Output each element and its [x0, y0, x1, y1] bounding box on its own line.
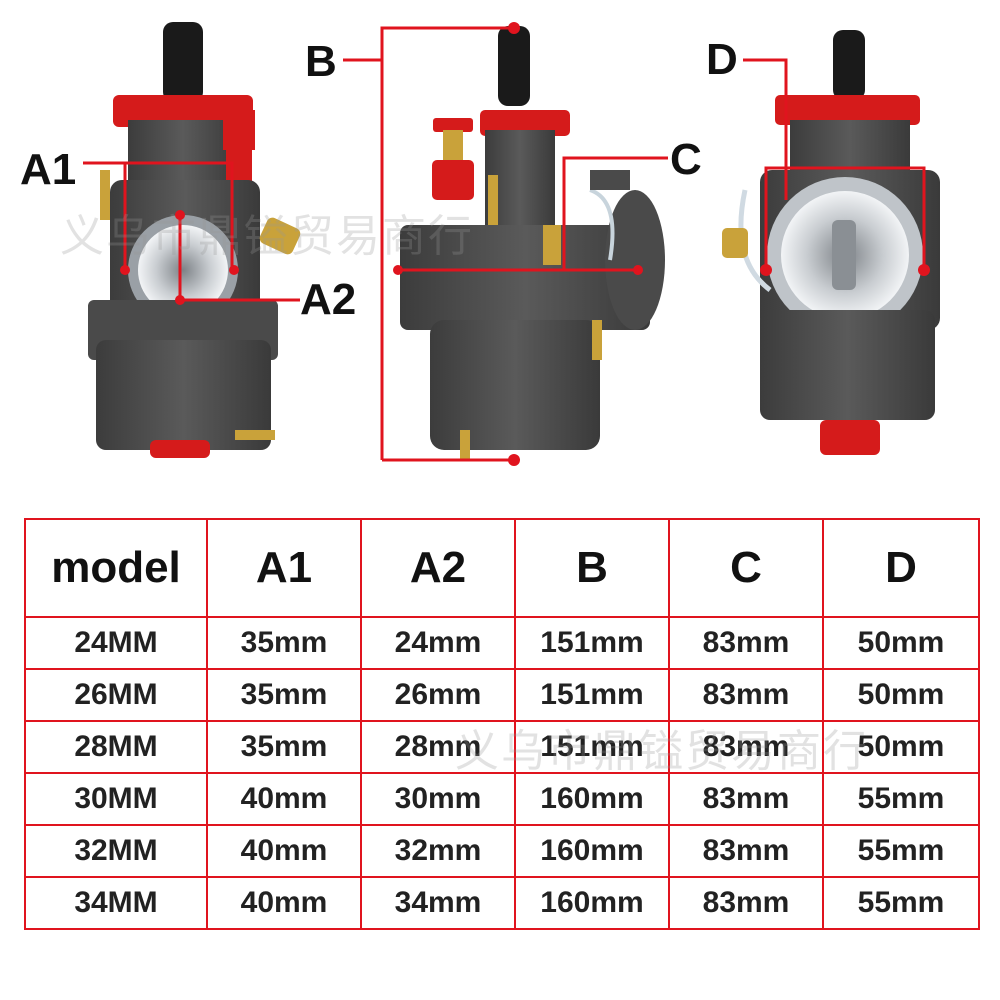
red-top-plate — [775, 95, 920, 125]
cell-a2: 32mm — [360, 824, 516, 878]
label-a1: A1 — [20, 145, 77, 194]
cell-c: 83mm — [668, 616, 824, 670]
cell-model: 24MM — [24, 616, 208, 670]
cell-b: 160mm — [514, 824, 670, 878]
red-adjuster — [223, 110, 255, 150]
table-row: 28MM 35mm 28mm 151mm 83mm 50mm — [24, 720, 980, 774]
cell-model: 26MM — [24, 668, 208, 722]
header-model: model — [24, 518, 208, 618]
cell-d: 55mm — [822, 772, 980, 826]
cell-b: 160mm — [514, 876, 670, 930]
cell-a2: 30mm — [360, 772, 516, 826]
cell-d: 50mm — [822, 720, 980, 774]
intake-flange — [605, 190, 665, 330]
label-b: B — [305, 37, 337, 86]
carb-body-upper — [128, 120, 238, 180]
label-c: C — [670, 135, 702, 184]
table-row: 24MM 35mm 24mm 151mm 83mm 50mm — [24, 616, 980, 670]
float-bowl — [96, 340, 271, 450]
cell-c: 83mm — [668, 668, 824, 722]
cell-c: 83mm — [668, 772, 824, 826]
top-cap — [833, 30, 865, 100]
red-top-plate — [480, 110, 570, 136]
header-d: D — [822, 518, 980, 618]
table-row: 30MM 40mm 30mm 160mm 83mm 55mm — [24, 772, 980, 826]
top-cap — [163, 22, 203, 102]
header-c: C — [668, 518, 824, 618]
watermark-table: 义乌市鼎镒贸易商行 — [455, 726, 869, 777]
label-d: D — [706, 35, 738, 84]
carburetor-diagram — [83, 22, 940, 466]
cell-a2: 26mm — [360, 668, 516, 722]
table-row: 26MM 35mm 26mm 151mm 83mm 50mm — [24, 668, 980, 722]
cell-d: 50mm — [822, 616, 980, 670]
spring-screw — [543, 225, 561, 265]
cell-c: 83mm — [668, 720, 824, 774]
brass-fitting — [100, 170, 110, 220]
cell-a2: 24mm — [360, 616, 516, 670]
carb-body — [400, 225, 650, 330]
cell-c: 83mm — [668, 824, 824, 878]
product-illustration: A1 A2 B C D 义乌市鼎镒贸易商行 — [20, 22, 940, 466]
cell-b: 160mm — [514, 772, 670, 826]
watermark: 义乌市鼎镒贸易商行 — [60, 211, 474, 262]
cell-d: 50mm — [822, 668, 980, 722]
table-row: 34MM 40mm 34mm 160mm 83mm 55mm — [24, 876, 980, 930]
carburetor-rear-view — [722, 30, 940, 455]
cell-b: 151mm — [514, 720, 670, 774]
cell-a2: 28mm — [360, 720, 516, 774]
header-a2: A2 — [360, 518, 516, 618]
cell-a2: 34mm — [360, 876, 516, 930]
label-a2: A2 — [300, 275, 357, 324]
cell-a1: 35mm — [206, 668, 362, 722]
cell-a1: 40mm — [206, 824, 362, 878]
top-cap — [498, 26, 530, 106]
table-row: 32MM 40mm 32mm 160mm 83mm 55mm — [24, 824, 980, 878]
carburetor-front-view — [83, 22, 301, 458]
cell-model: 30MM — [24, 772, 208, 826]
cell-d: 55mm — [822, 876, 980, 930]
red-choke — [432, 160, 474, 200]
idle-screw — [259, 217, 301, 255]
cell-a1: 40mm — [206, 876, 362, 930]
table-header-row: model A1 A2 B C D — [24, 518, 980, 618]
red-top-plate — [113, 95, 253, 127]
cell-b: 151mm — [514, 616, 670, 670]
intake-bore — [138, 225, 228, 315]
cell-model: 32MM — [24, 824, 208, 878]
cell-model: 34MM — [24, 876, 208, 930]
header-b: B — [514, 518, 670, 618]
carburetor-side-view — [343, 22, 668, 466]
header-a1: A1 — [206, 518, 362, 618]
cell-model: 28MM — [24, 720, 208, 774]
float-bowl — [760, 310, 935, 420]
cell-a1: 40mm — [206, 772, 362, 826]
cell-a1: 35mm — [206, 720, 362, 774]
cell-c: 83mm — [668, 876, 824, 930]
cell-b: 151mm — [514, 668, 670, 722]
float-bowl — [430, 320, 600, 450]
cell-a1: 35mm — [206, 616, 362, 670]
spec-table: model A1 A2 B C D 24MM 35mm 24mm 151mm 8… — [24, 518, 980, 930]
cell-d: 55mm — [822, 824, 980, 878]
